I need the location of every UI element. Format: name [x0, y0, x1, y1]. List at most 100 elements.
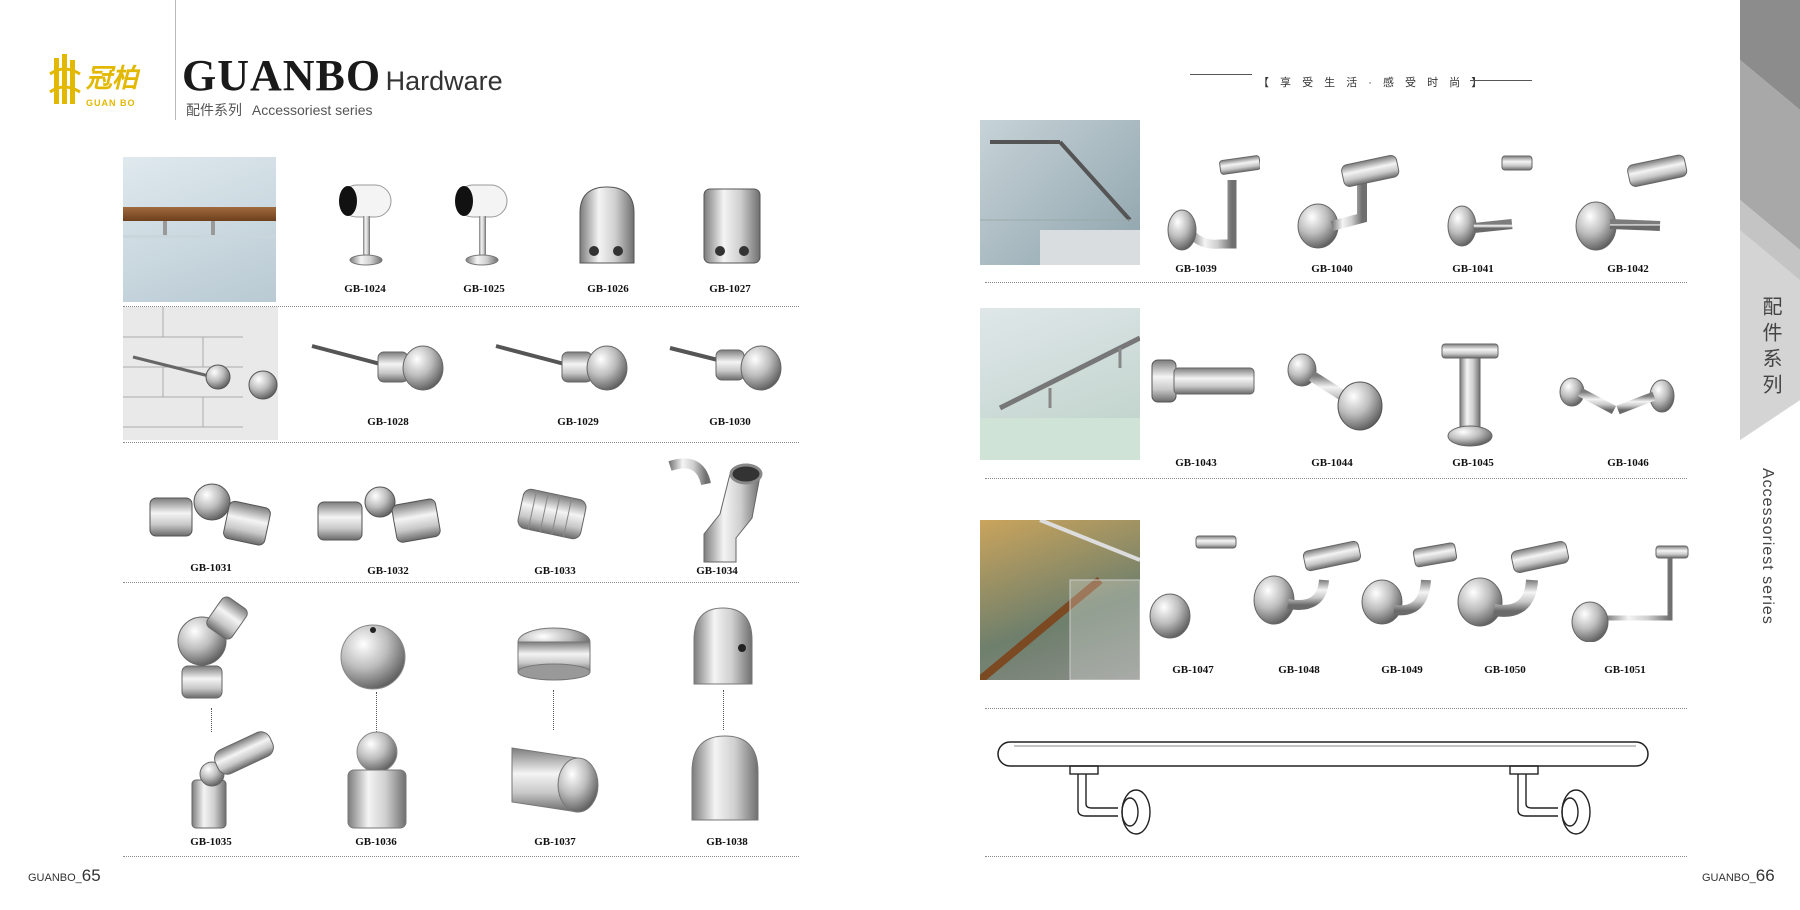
product-code: GB-1028 — [367, 416, 409, 428]
end-cap-icon — [517, 627, 591, 681]
product-code: GB-1051 — [1604, 664, 1646, 676]
dome-end-cap-icon — [693, 607, 753, 685]
product-code: GB-1046 — [1607, 457, 1649, 469]
product-code: GB-1044 — [1311, 457, 1353, 469]
pipe-connector-icon — [517, 488, 587, 540]
product-code: GB-1035 — [190, 836, 232, 848]
product-code: GB-1038 — [706, 836, 748, 848]
row-separator — [123, 306, 799, 307]
side-tab-cn: 配件系列 — [1759, 296, 1781, 400]
product-code: GB-1040 — [1311, 263, 1353, 275]
brand-logo: 冠柏 GUAN BO — [48, 52, 166, 116]
glass-clamp-square-icon — [703, 188, 761, 264]
pipe-saddle-support-icon — [455, 184, 508, 266]
handrail-bracket-icon — [1457, 541, 1570, 627]
assembly-guide-line — [553, 690, 554, 730]
logo-emblem-icon — [49, 54, 81, 104]
product-code: GB-1036 — [355, 836, 397, 848]
pipe-saddle-support-icon — [339, 184, 392, 266]
glass-standoff-icon — [495, 344, 628, 391]
wall-flange-icon — [1151, 359, 1255, 403]
product-code: GB-1029 — [557, 416, 599, 428]
row-separator — [123, 442, 799, 443]
row-separator — [123, 582, 799, 583]
post-support-icon — [1441, 343, 1499, 447]
header-divider — [175, 0, 176, 120]
footer-brand: GUANBO_ — [1702, 872, 1756, 884]
brand-name: GUANBO — [182, 51, 382, 100]
product-code: GB-1025 — [463, 283, 505, 295]
row-separator — [985, 478, 1687, 479]
handrail-bracket-icon — [1167, 155, 1260, 251]
handrail-drawing — [997, 741, 1649, 835]
side-tab-en: Accessoriest series — [1759, 468, 1776, 625]
angled-tube-joint-icon — [668, 458, 763, 563]
product-code: GB-1042 — [1607, 263, 1649, 275]
handrail-bracket-icon — [1447, 155, 1533, 247]
swivel-ball-joint-icon — [177, 596, 248, 699]
page-footer-right: GUANBO_66 — [1702, 866, 1775, 886]
row-separator — [123, 856, 799, 857]
handrail-bracket-icon — [1297, 155, 1400, 249]
product-code: GB-1037 — [534, 836, 576, 848]
brand-suffix: Hardware — [385, 66, 503, 96]
page-number: 65 — [81, 866, 101, 885]
tube-end-icon — [511, 747, 599, 813]
glass-clamp-round-icon — [579, 186, 635, 264]
wall-mount-diagram — [123, 307, 278, 440]
side-tab-decoration — [1740, 0, 1800, 440]
ball-cap-icon — [340, 624, 406, 690]
swivel-ball-joint-icon — [191, 731, 274, 829]
row-separator — [985, 282, 1687, 283]
logo-cn-text: 冠柏 — [86, 64, 139, 94]
handrail-installation-photo — [123, 157, 276, 302]
adjustable-elbow-icon — [149, 483, 271, 546]
product-code: GB-1043 — [1175, 457, 1217, 469]
ball-post-cap-icon — [347, 731, 407, 829]
assembly-guide-line — [376, 692, 377, 732]
product-code: GB-1030 — [709, 416, 751, 428]
product-code: GB-1047 — [1172, 664, 1214, 676]
adjustable-elbow-icon — [317, 486, 441, 543]
assembly-guide-line — [211, 708, 212, 732]
handrail-bracket-icon — [1575, 154, 1688, 251]
brand-title: GUANBO Hardware — [182, 50, 503, 101]
series-cn: 配件系列 — [186, 102, 242, 118]
dome-post-cap-icon — [691, 735, 759, 821]
page-number: 66 — [1755, 866, 1775, 885]
product-code: GB-1032 — [367, 565, 409, 577]
handrail-bracket-icon — [1149, 535, 1237, 639]
product-code: GB-1027 — [709, 283, 751, 295]
product-code: GB-1033 — [534, 565, 576, 577]
logo-en-text: GUAN BO — [86, 98, 136, 108]
product-code: GB-1045 — [1452, 457, 1494, 469]
product-code: GB-1039 — [1175, 263, 1217, 275]
glass-standoff-icon — [669, 345, 782, 391]
slogan-rule-right — [1470, 80, 1532, 81]
slogan: 【 享 受 生 活 · 感 受 时 尚 】 — [1258, 77, 1487, 89]
product-code: GB-1031 — [190, 562, 232, 574]
product-code: GB-1024 — [344, 283, 386, 295]
staircase-handrail-photo — [980, 120, 1140, 265]
product-code: GB-1049 — [1381, 664, 1423, 676]
page-footer-left: GUANBO_65 — [28, 866, 101, 886]
series-subtitle: 配件系列 Accessoriest series — [186, 100, 372, 120]
handrail-bracket-icon — [1361, 542, 1458, 625]
product-code: GB-1048 — [1278, 664, 1320, 676]
assembly-guide-line — [723, 690, 724, 730]
staircase-glass-photo — [980, 520, 1140, 680]
glass-panel-handrail-photo — [980, 308, 1140, 460]
footer-brand: GUANBO_ — [28, 872, 82, 884]
handrail-bracket-icon — [1287, 353, 1383, 431]
glass-standoff-icon — [311, 344, 444, 391]
handrail-bracket-icon — [1571, 545, 1689, 642]
handrail-bracket-icon — [1253, 540, 1362, 625]
row-separator — [985, 708, 1687, 709]
product-code: GB-1050 — [1484, 664, 1526, 676]
slogan-rule-left — [1190, 74, 1252, 75]
product-code: GB-1041 — [1452, 263, 1494, 275]
series-en: Accessoriest series — [251, 102, 373, 118]
product-code: GB-1034 — [696, 565, 738, 577]
product-code: GB-1026 — [587, 283, 629, 295]
row-separator — [985, 856, 1687, 857]
